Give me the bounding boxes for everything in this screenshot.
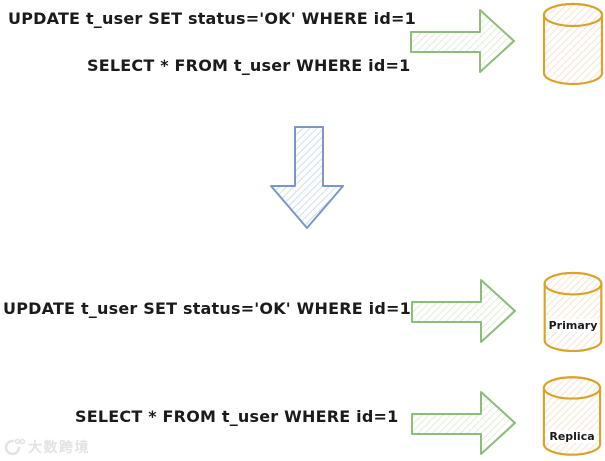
after-update-sql-text: UPDATE t_user SET status='OK' WHERE id=1 bbox=[3, 299, 411, 318]
watermark: 大数跨境 bbox=[4, 437, 90, 457]
primary-database-cylinder-icon bbox=[543, 271, 603, 353]
down-arrow-icon bbox=[270, 126, 344, 229]
primary-db-label-wrap: Primary bbox=[541, 314, 605, 333]
after-select-sql-text: SELECT * FROM t_user WHERE id=1 bbox=[75, 407, 399, 426]
speech-bubble-logo-icon bbox=[4, 438, 25, 456]
database-cylinder-icon bbox=[542, 2, 604, 86]
replica-db-label: Replica bbox=[547, 430, 597, 443]
replica-db-label-wrap: Replica bbox=[541, 425, 603, 444]
replica-database-cylinder-icon bbox=[542, 376, 602, 456]
before-update-sql-text: UPDATE t_user SET status='OK' WHERE id=1 bbox=[8, 9, 416, 28]
primary-db-label: Primary bbox=[546, 319, 600, 332]
watermark-text: 大数跨境 bbox=[28, 440, 90, 456]
right-arrow-icon bbox=[411, 391, 516, 455]
right-arrow-icon bbox=[411, 279, 516, 343]
right-arrow-icon bbox=[410, 9, 515, 73]
before-select-sql-text: SELECT * FROM t_user WHERE id=1 bbox=[87, 56, 411, 75]
